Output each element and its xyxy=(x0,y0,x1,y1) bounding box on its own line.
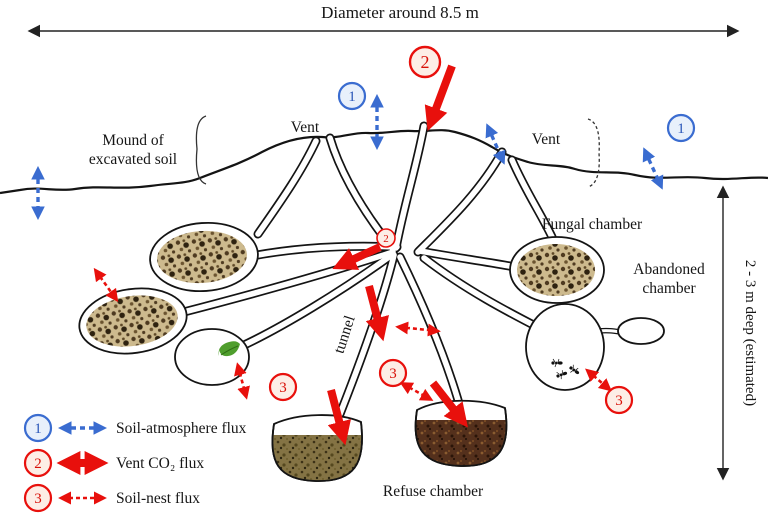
vent-co2-flux-arrow xyxy=(429,380,468,428)
fungal-chamber-lower-left xyxy=(78,287,188,355)
svg-text:1: 1 xyxy=(677,121,685,137)
circled-3-marker: 3 xyxy=(268,372,298,402)
soil-atmosphere-flux-arrow xyxy=(642,147,664,190)
fungal-texture xyxy=(157,230,247,284)
diameter-measure: Diameter around 8.5 m xyxy=(27,3,740,38)
legend-label: Soil-nest flux xyxy=(116,490,200,507)
leaf-chamber xyxy=(174,328,250,386)
vent-label-left: Vent xyxy=(291,119,320,136)
ants-icon xyxy=(551,358,580,380)
refuse-chamber-right xyxy=(414,399,508,467)
depth-measure: 2 - 3 m deep (estimated) xyxy=(716,185,758,481)
refuse-chamber-left xyxy=(271,414,363,482)
soil-nest-flux-arrow xyxy=(234,362,250,400)
soil-nest-flux-arrow xyxy=(93,267,119,303)
svg-text:2: 2 xyxy=(421,52,430,72)
svg-text:3: 3 xyxy=(389,366,397,382)
refuse-material xyxy=(415,420,507,467)
svg-text:2: 2 xyxy=(34,456,42,472)
fungal-chamber-upper-left xyxy=(149,221,259,293)
refuse-material xyxy=(272,435,363,482)
svg-text:1: 1 xyxy=(34,421,42,437)
legend-label: Vent CO₂ flux xyxy=(116,455,204,472)
circled-2-marker: 2 xyxy=(408,45,442,79)
vent-co2-flux-arrow xyxy=(365,284,389,342)
circled-1-marker: 1 xyxy=(337,81,367,111)
circled-1-icon xyxy=(23,413,53,443)
mound-label-line2: excavated soil xyxy=(89,151,177,168)
vent-co2-flux-arrow xyxy=(332,243,382,270)
soil-nest-flux-arrow xyxy=(399,382,434,401)
svg-text:3: 3 xyxy=(279,380,287,396)
abandoned-chamber-label-line1: Abandoned xyxy=(633,261,705,278)
vent-co2-flux-arrow xyxy=(424,64,456,131)
tunnel-label: tunnel xyxy=(331,314,359,356)
abandoned-chamber xyxy=(525,303,605,391)
soil-nest-flux-arrows xyxy=(93,267,612,401)
circled-1-marker: 1 xyxy=(666,113,696,143)
diameter-label: Diameter around 8.5 m xyxy=(321,3,479,22)
circled-2-icon xyxy=(23,448,53,478)
abandoned-chamber-label-line2: chamber xyxy=(642,280,696,297)
ground-surface xyxy=(0,129,768,195)
soil-nest-flux-arrow xyxy=(585,368,612,392)
svg-text:3: 3 xyxy=(615,393,623,409)
svg-text:2: 2 xyxy=(383,233,389,245)
svg-text:3: 3 xyxy=(34,491,42,507)
fungal-chamber-right xyxy=(509,236,605,304)
leaf-icon xyxy=(218,341,240,357)
legend-item-soil-atmosphere: 1 Soil-atmosphere flux xyxy=(23,413,247,443)
circled-markers: 1 1 2 2 3 3 3 xyxy=(268,45,696,415)
mound-bracket-left xyxy=(195,115,207,185)
mound-label-line1: Mound of xyxy=(102,132,164,149)
svg-text:1: 1 xyxy=(348,89,356,105)
circled-3-marker: 3 xyxy=(378,358,408,388)
soil-atmosphere-flux-arrow xyxy=(485,123,506,165)
legend: 1 Soil-atmosphere flux 2 Vent CO₂ flux 3… xyxy=(23,413,247,513)
vent-co2-flux-arrows xyxy=(327,64,468,446)
fungal-chamber-label: Fungal chamber xyxy=(542,216,643,233)
legend-item-soil-nest: 3 Soil-nest flux xyxy=(23,483,200,513)
circled-3-icon xyxy=(23,483,53,513)
circled-2-marker-small: 2 xyxy=(376,228,396,248)
abandoned-chamber-small xyxy=(617,317,665,345)
fungal-texture xyxy=(517,244,595,296)
mound-bracket-right xyxy=(587,118,600,188)
soil-nest-flux-arrow xyxy=(395,321,441,337)
circled-3-marker: 3 xyxy=(604,385,634,415)
legend-item-vent-co2: 2 Vent CO₂ flux xyxy=(23,448,204,478)
vent-co2-flux-arrow xyxy=(327,388,351,446)
fungal-texture xyxy=(86,295,178,347)
depth-label: 2 - 3 m deep (estimated) xyxy=(742,260,758,406)
soil-atmosphere-flux-arrows xyxy=(31,93,664,221)
legend-label: Soil-atmosphere flux xyxy=(116,420,247,437)
vent-label-right: Vent xyxy=(532,131,561,148)
refuse-chamber-label: Refuse chamber xyxy=(383,483,484,500)
